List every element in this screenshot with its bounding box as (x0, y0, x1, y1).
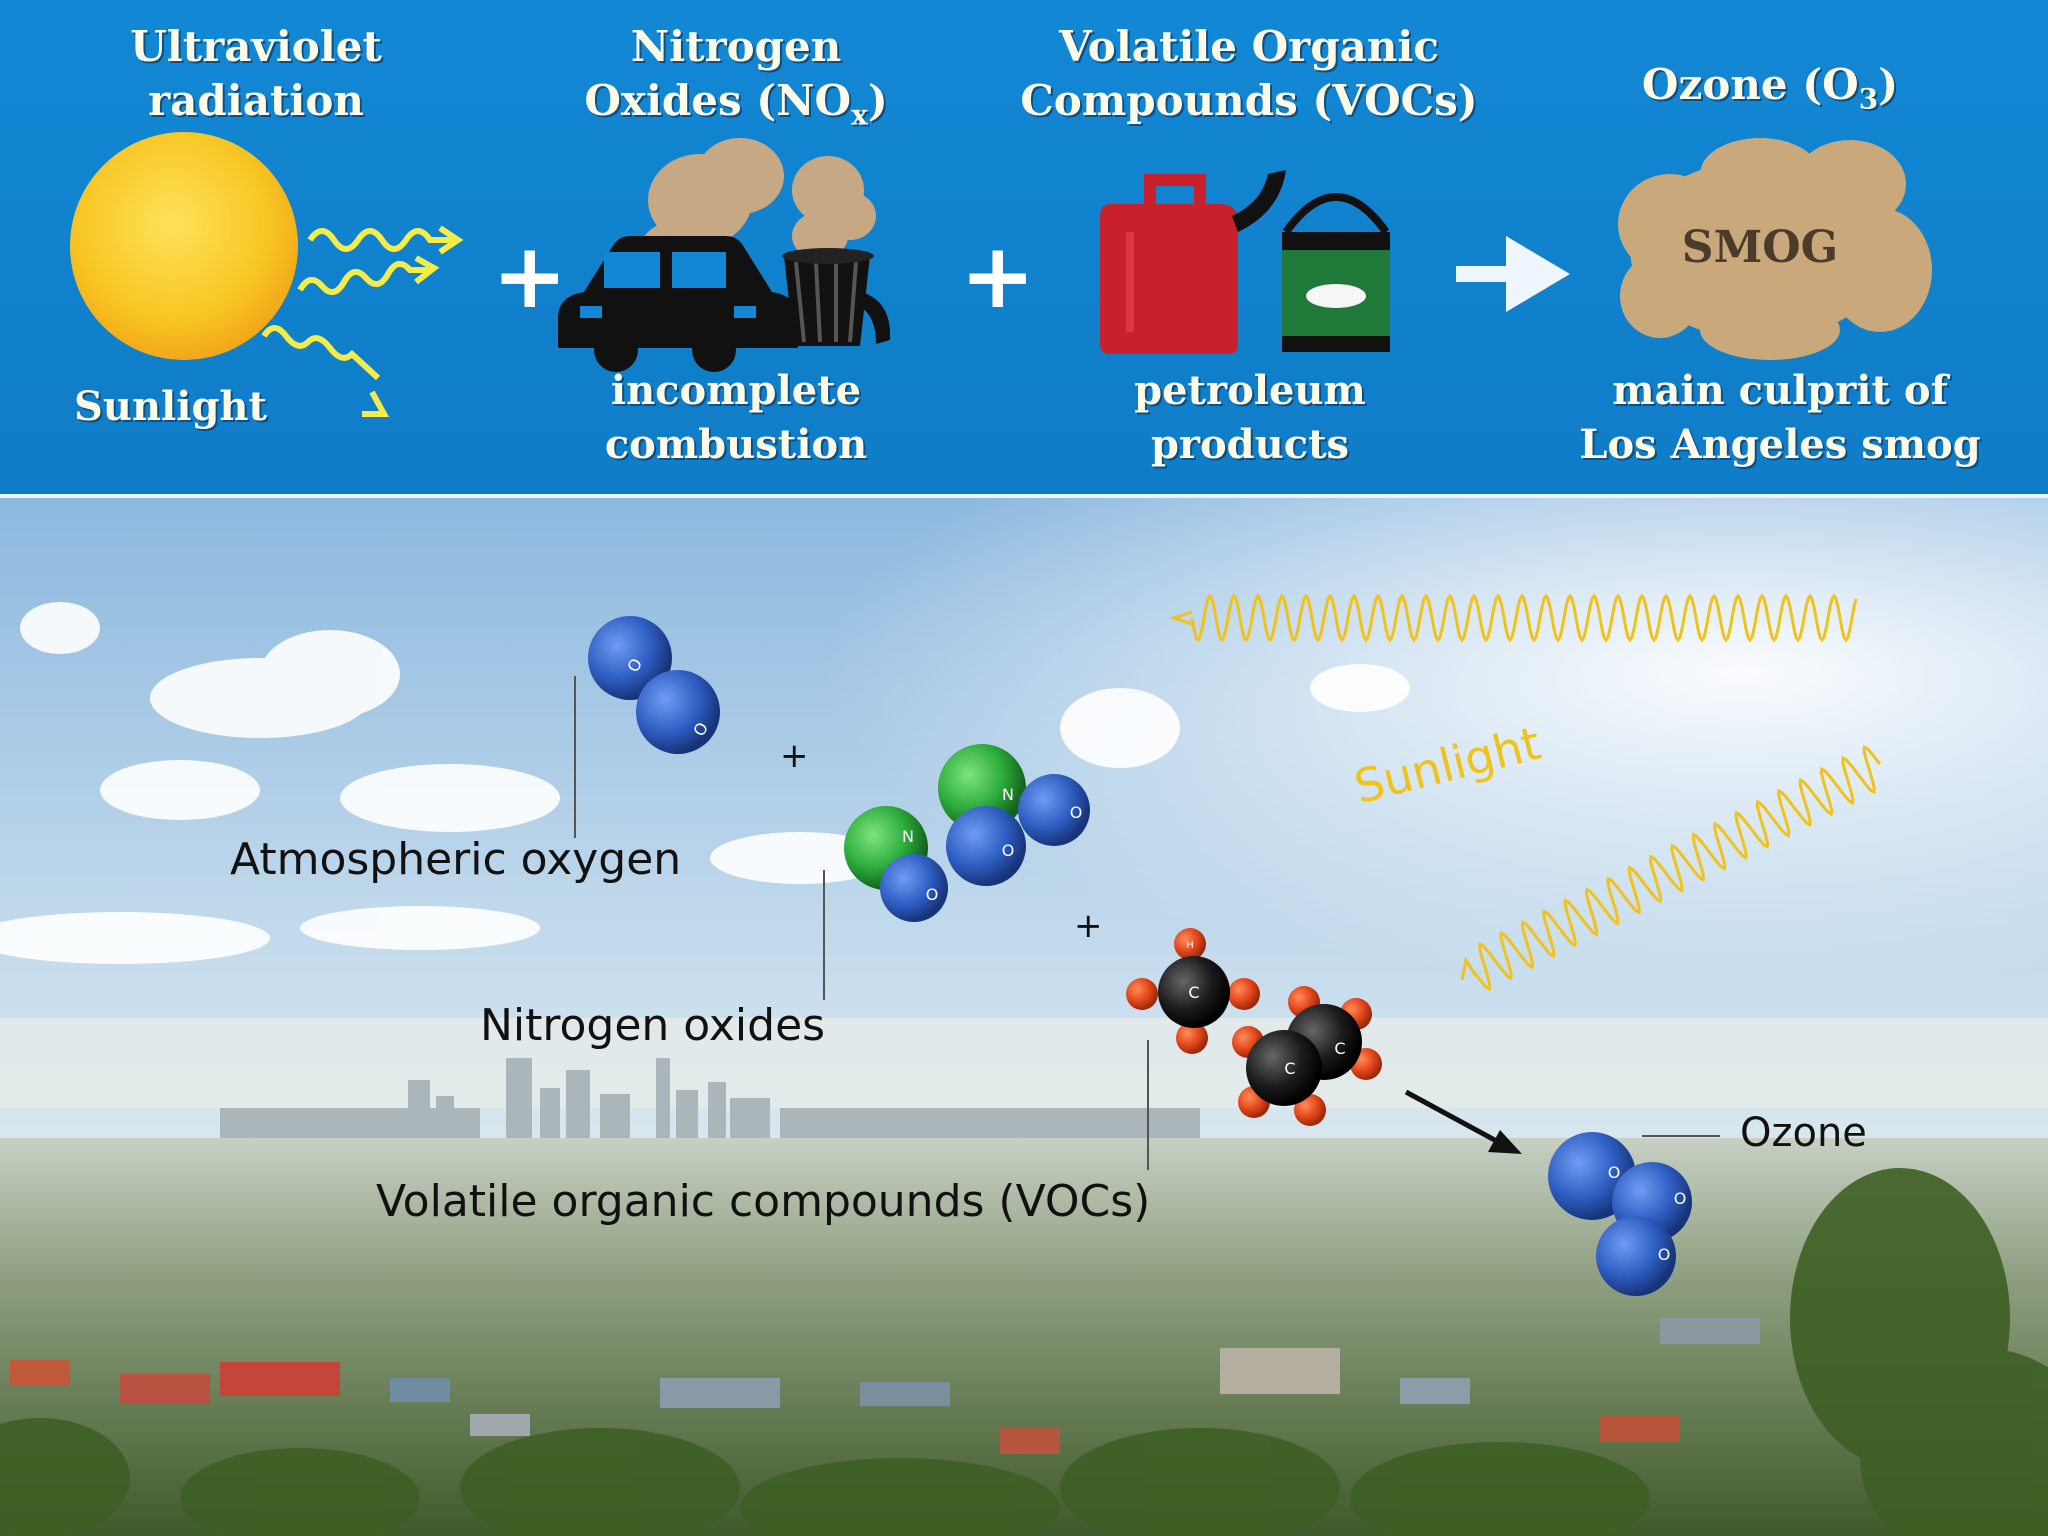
ozone-sub-line-2: Los Angeles smog (1579, 421, 1981, 468)
atom-label: N (902, 827, 914, 846)
plus-sign: + (492, 224, 568, 329)
nox-title-line-2: Oxides (NOx) (556, 74, 916, 142)
plus-sign: + (960, 224, 1036, 329)
voc-sub-line-2: products (1150, 421, 1350, 468)
ozone-sub-line-1: main culprit of (1612, 367, 1948, 414)
voc-sub: petroleum products (1080, 364, 1420, 472)
trash-can-icon (782, 248, 891, 346)
voc-title: Volatile Organic Compounds (VOCs) (984, 20, 1514, 128)
nox-sub-line-1: incomplete (610, 367, 862, 414)
atom-label: N (1002, 785, 1014, 804)
nox-sub: incomplete combustion (556, 364, 916, 472)
banner-icons (70, 132, 1932, 417)
uv-title-line-1: Ultraviolet (130, 22, 382, 71)
nox-title-text: Oxides (NO (584, 76, 852, 125)
ozone-title-subscript: 3 (1858, 82, 1879, 116)
atom-label: O (926, 885, 939, 904)
nox-title-end: ) (867, 76, 888, 125)
city-skyline (220, 1058, 1200, 1140)
clouds (0, 602, 1410, 964)
nox-title-subscript: x (851, 98, 868, 132)
trees (0, 1168, 2048, 1536)
oxygen-molecule: O O (588, 616, 720, 754)
ozone-label: Ozone (1740, 1110, 1867, 1156)
uv-sub-line: Sunlight (74, 383, 267, 430)
atom-label: O (1002, 841, 1015, 860)
gas-can-icon (1100, 170, 1286, 354)
smog-formation-banner: Ultraviolet radiation Sunlight Nitrogen … (0, 0, 2048, 498)
ozone-title-line: Ozone (O3) (1590, 58, 1950, 126)
uv-rays-icon (261, 225, 464, 417)
atom-label: O (1608, 1163, 1621, 1182)
ozone-title-text: Ozone (O (1641, 60, 1859, 109)
atom-label: O (1658, 1245, 1671, 1264)
arrow-right-icon (1456, 236, 1570, 312)
voc-molecules: C C C H (1126, 928, 1382, 1126)
atom-label: C (1188, 983, 1199, 1002)
atmospheric-oxygen-label: Atmospheric oxygen (230, 834, 682, 885)
vocs-label: Volatile organic compounds (VOCs) (376, 1176, 1151, 1227)
sunlight-wave-top (1169, 593, 1858, 643)
plus-sign: + (1074, 906, 1103, 946)
paint-can-icon (1282, 193, 1390, 352)
city-scene: O O N N O O O (0, 498, 2048, 1536)
atom-label: O (1070, 803, 1083, 822)
nox-title: Nitrogen Oxides (NOx) (556, 20, 916, 142)
sunlight-wave-bottom (1460, 744, 1881, 992)
atom-label: C (1284, 1059, 1295, 1078)
label-leader-lines (574, 676, 1720, 1170)
plus-sign: + (780, 736, 809, 776)
rooftops (10, 1318, 1760, 1454)
sun-icon (70, 132, 298, 360)
uv-sub: Sunlight (74, 380, 314, 434)
uv-title-line-2: radiation (148, 76, 364, 125)
atom-label: C (1334, 1039, 1345, 1058)
nitrogen-oxide-molecules: N N O O O (844, 744, 1090, 922)
molecule-diagram: O O N N O O O (574, 593, 1881, 1296)
voc-sub-line-1: petroleum (1134, 367, 1366, 414)
smog-cloud-icon (1618, 138, 1932, 360)
ozone-sub: main culprit of Los Angeles smog (1540, 364, 2020, 472)
voc-title-line-1: Volatile Organic (1059, 22, 1439, 71)
smog-cloud-label: SMOG (1681, 222, 1839, 273)
atom-label: H (1186, 940, 1194, 951)
uv-title: Ultraviolet radiation (96, 20, 416, 128)
ozone-title-end: ) (1878, 60, 1899, 109)
ozone-molecule: O O O (1548, 1132, 1692, 1296)
arrow-to-ozone-icon (1404, 1089, 1522, 1154)
voc-title-line-2: Compounds (VOCs) (1020, 76, 1478, 125)
car-icon (558, 236, 798, 372)
nitrogen-oxides-label: Nitrogen oxides (480, 1000, 826, 1051)
ozone-title: Ozone (O3) (1590, 58, 1950, 126)
atom-label: O (1674, 1189, 1687, 1208)
nox-title-line-1: Nitrogen (630, 22, 842, 71)
nox-sub-line-2: combustion (604, 421, 868, 468)
